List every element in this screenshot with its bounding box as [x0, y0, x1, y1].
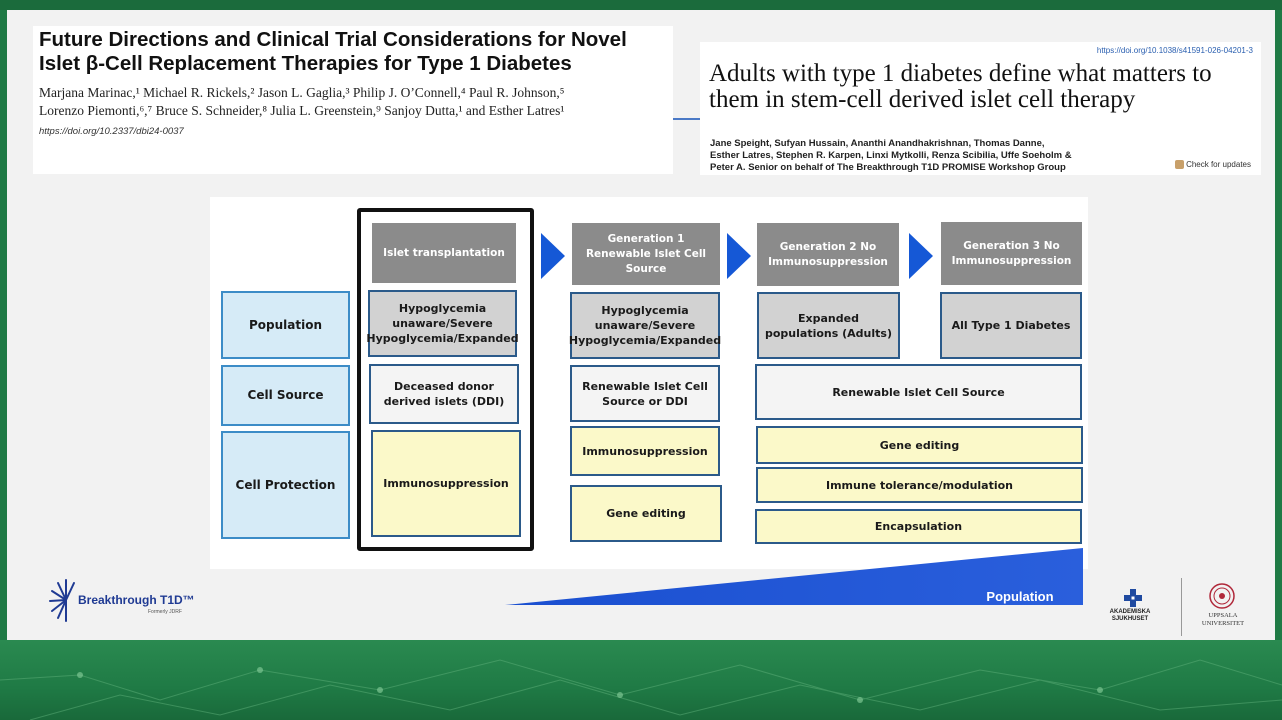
gen23-cell-source: Renewable Islet Cell Source	[755, 364, 1082, 420]
paper-right-authors-line3: Peter A. Senior on behalf of The Breakth…	[710, 162, 1066, 173]
gen23-gene-editing: Gene editing	[756, 426, 1083, 464]
gen3-population: All Type 1 Diabetes	[940, 292, 1082, 359]
footer-separator	[1181, 578, 1182, 636]
population-wedge-label: Population	[986, 589, 1054, 604]
akademiska-name: AKADEMISKA SJUKHUSET	[1109, 609, 1151, 622]
check-updates[interactable]: Check for updates	[1175, 160, 1251, 170]
breakthrough-name: Breakthrough T1D™	[78, 593, 195, 607]
islet-cell-source: Deceased donor derived islets (DDI)	[369, 364, 519, 424]
akademiska-cross-icon	[1124, 589, 1142, 607]
header-generation-3: Generation 3 No Immunosuppression	[941, 222, 1082, 285]
paper-right-doi[interactable]: https://doi.org/10.1038/s41591-026-04201…	[1096, 46, 1253, 55]
uppsala-name: UPPSALA UNIVERSITET	[1201, 612, 1245, 627]
population-wedge	[505, 548, 1083, 605]
gen1-cell-source: Renewable Islet Cell Source or DDI	[570, 365, 720, 422]
paper-left-authors-line1: Marjana Marinac,¹ Michael R. Rickels,² J…	[39, 85, 565, 100]
paper-left: Future Directions and Clinical Trial Con…	[33, 26, 673, 174]
uppsala-seal-icon	[1209, 583, 1235, 609]
bottom-background	[0, 640, 1282, 720]
header-generation-1: Generation 1 Renewable Islet Cell Source	[572, 223, 720, 285]
header-generation-2: Generation 2 No Immunosuppression	[757, 223, 899, 286]
gen1-protection-gene-editing: Gene editing	[570, 485, 722, 542]
breakthrough-burst-icon	[49, 579, 75, 622]
breakthrough-logo: Breakthrough T1D™ Formerly JDRF	[48, 577, 218, 627]
paper-left-authors-line2: Lorenzo Piemonti,⁶,⁷ Bruce S. Schneider,…	[39, 103, 565, 118]
paper-left-doi[interactable]: https://doi.org/10.2337/dbi24-0037	[39, 126, 184, 137]
paper-right: https://doi.org/10.1038/s41591-026-04201…	[700, 42, 1261, 175]
paper-right-authors-line2: Esther Latres, Stephen R. Karpen, Linxi …	[710, 150, 1072, 161]
row-label-population: Population	[221, 291, 350, 359]
arrow-3	[909, 233, 933, 279]
gen1-protection-immunosuppression: Immunosuppression	[570, 426, 720, 476]
row-label-cell-protection: Cell Protection	[221, 431, 350, 539]
connector-line	[673, 118, 700, 120]
arrow-2	[727, 233, 751, 279]
islet-population: Hypoglycemia unaware/Severe Hypoglycemia…	[366, 290, 519, 357]
gen1-population: Hypoglycemia unaware/Severe Hypoglycemia…	[569, 292, 721, 359]
paper-right-authors: Jane Speight, Sufyan Hussain, Ananthi An…	[710, 138, 1130, 174]
paper-left-authors: Marjana Marinac,¹ Michael R. Rickels,² J…	[39, 84, 667, 120]
islet-column-highlight	[357, 208, 534, 551]
check-updates-label: Check for updates	[1186, 160, 1251, 169]
gen2-population: Expanded populations (Adults)	[757, 292, 900, 359]
arrow-1	[541, 233, 565, 279]
paper-right-title: Adults with type 1 diabetes define what …	[709, 60, 1212, 113]
header-islet-transplantation: Islet transplantation	[372, 223, 516, 283]
network-pattern	[0, 659, 1282, 720]
islet-protection: Immunosuppression	[371, 430, 521, 537]
row-label-cell-source: Cell Source	[221, 365, 350, 426]
check-updates-icon	[1175, 160, 1185, 170]
paper-left-title: Future Directions and Clinical Trial Con…	[39, 28, 627, 75]
breakthrough-sub: Formerly JDRF	[148, 609, 182, 615]
paper-right-authors-line1: Jane Speight, Sufyan Hussain, Ananthi An…	[710, 138, 1045, 149]
gen23-immune-tolerance: Immune tolerance/modulation	[756, 467, 1083, 503]
gen23-encapsulation: Encapsulation	[755, 509, 1082, 544]
top-border	[0, 0, 1282, 10]
